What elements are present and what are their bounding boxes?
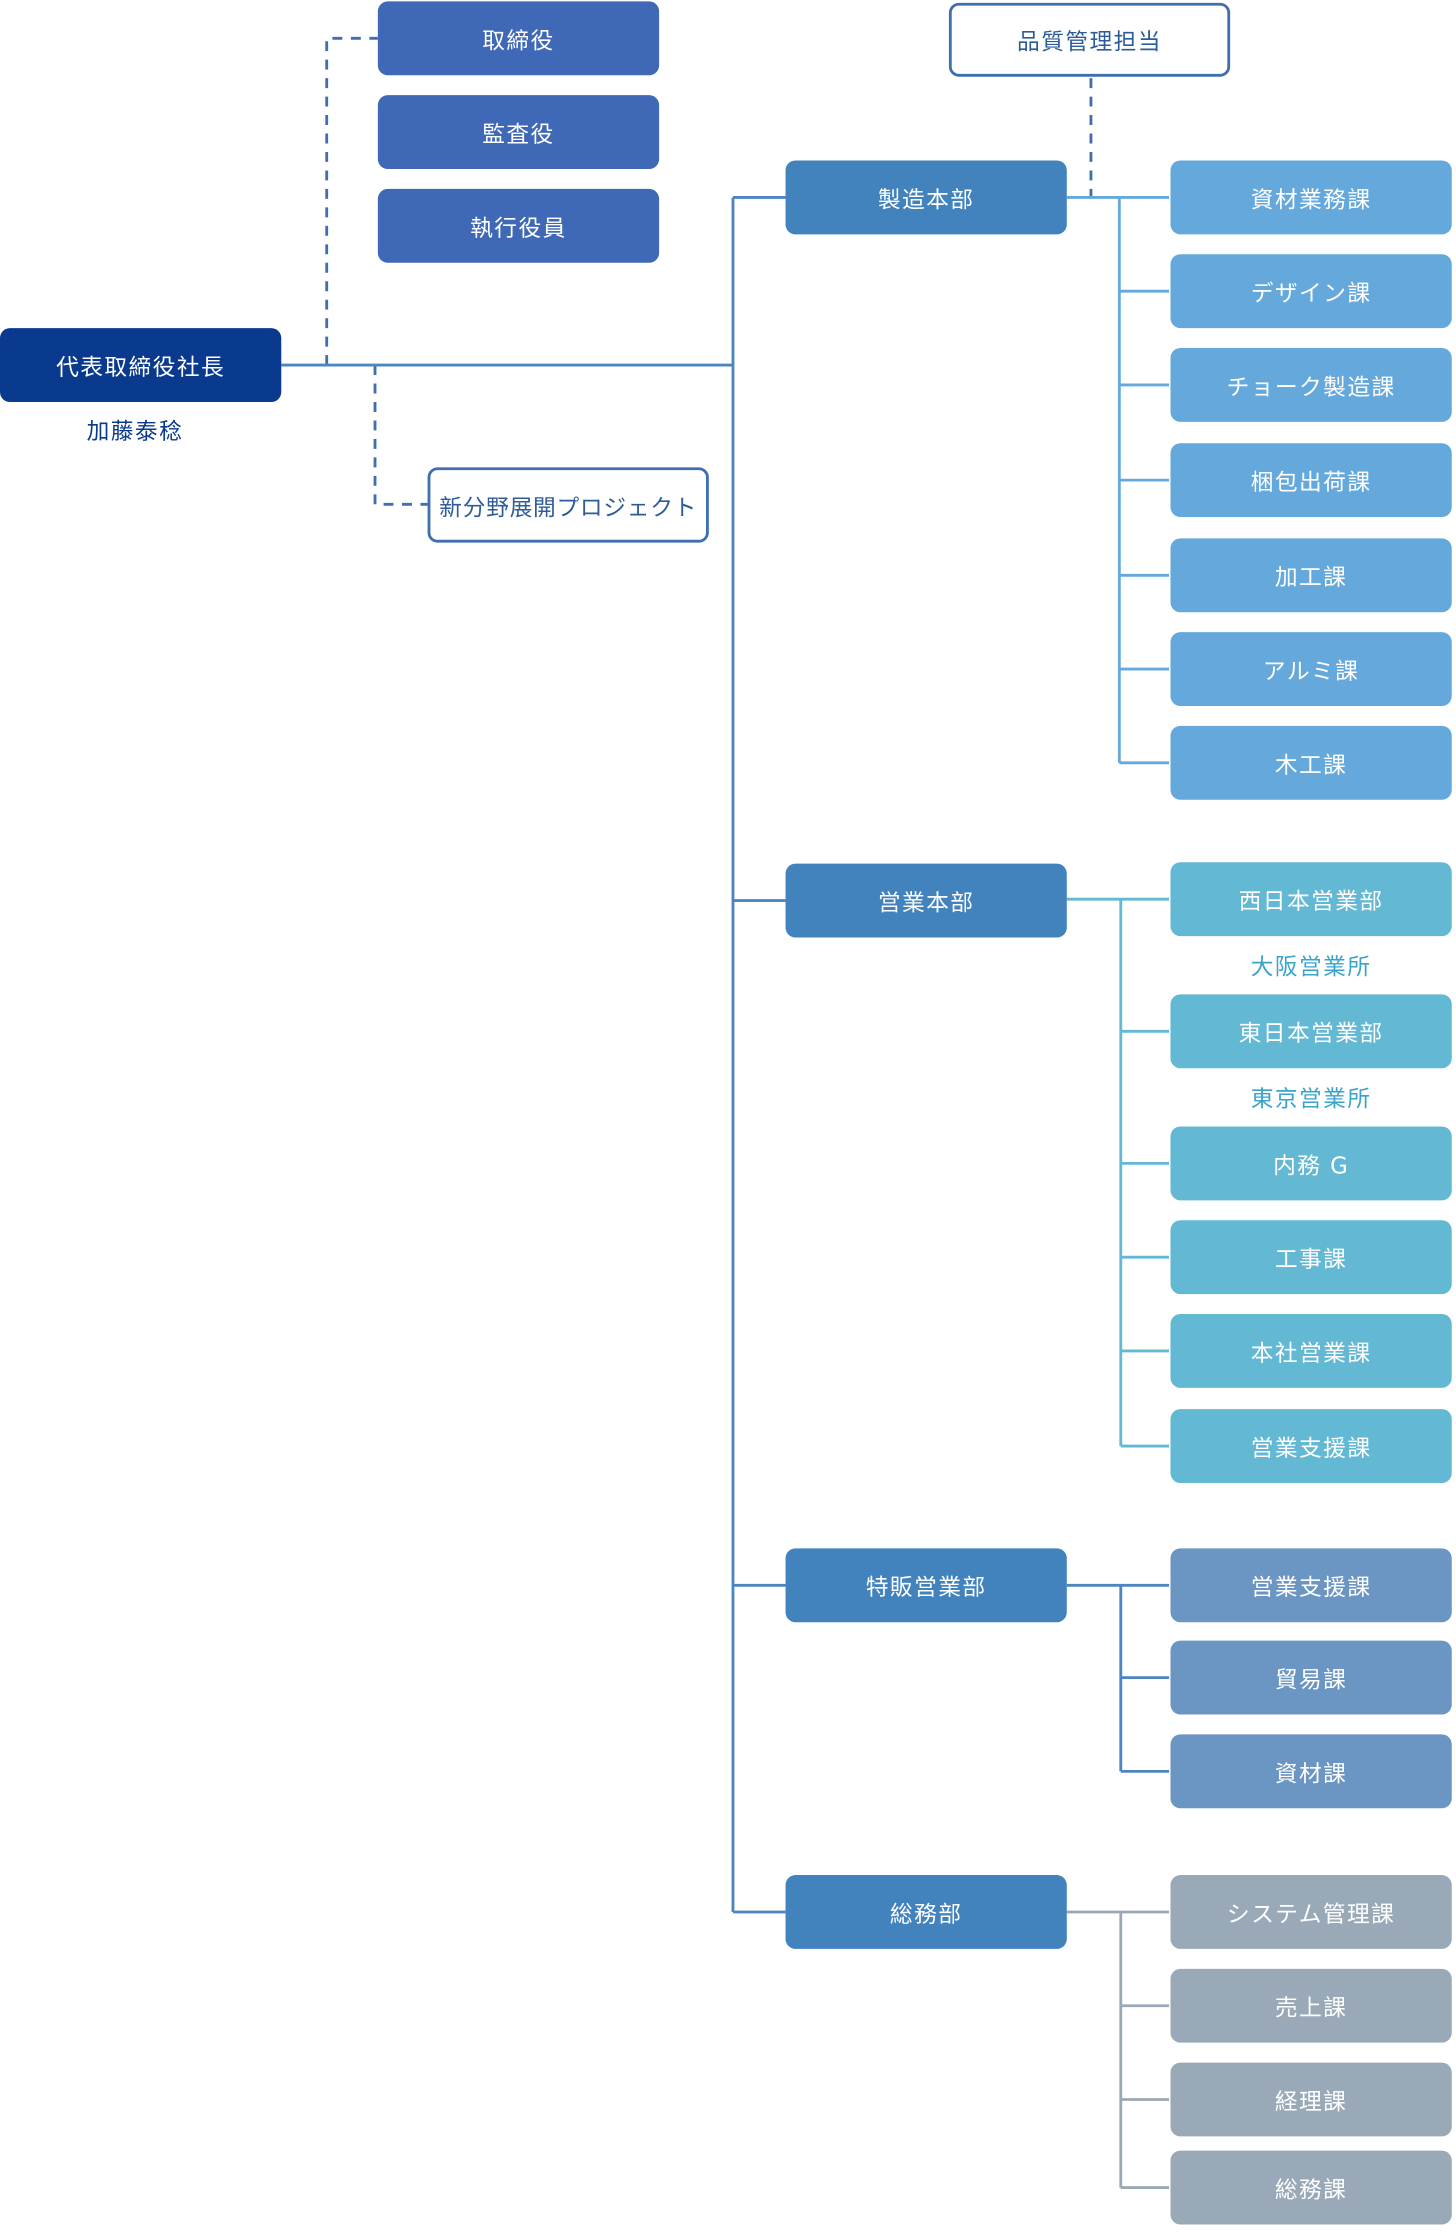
unit-box: 経理課 <box>1170 2062 1452 2137</box>
unit-box: 総務課 <box>1170 2150 1452 2225</box>
unit-box: 資材課 <box>1170 1734 1452 1809</box>
new-field-project-box: 新分野展開プロジェクト <box>427 467 709 543</box>
division-box-manufacturing: 製造本部 <box>785 160 1067 235</box>
quality-management-box: 品質管理担当 <box>948 2 1231 77</box>
unit-box: 営業支援課 <box>1170 1409 1452 1484</box>
division-branch-lines <box>732 196 786 1914</box>
executive-box-officers: 執行役員 <box>377 188 660 263</box>
unit-box: 貿易課 <box>1170 1640 1452 1715</box>
office-label: 東京営業所 <box>1250 1085 1372 1113</box>
executive-dashed-connector <box>325 36 378 366</box>
unit-box: 木工課 <box>1170 725 1452 800</box>
unit-box: チョーク製造課 <box>1170 348 1452 422</box>
special-sales-unit-lines <box>1066 1583 1170 1773</box>
president-box: 代表取締役社長 <box>0 328 282 403</box>
unit-box: 営業支援課 <box>1170 1548 1452 1623</box>
executive-box-directors: 取締役 <box>377 1 660 76</box>
unit-box: 工事課 <box>1170 1220 1452 1295</box>
manufacturing-unit-lines <box>1066 196 1170 765</box>
division-box-general-affairs: 総務部 <box>785 1875 1067 1949</box>
division-box-special-sales: 特販営業部 <box>785 1548 1067 1623</box>
unit-box: 内務 G <box>1170 1126 1452 1201</box>
division-box-sales: 営業本部 <box>785 863 1067 938</box>
sales-unit-lines <box>1066 897 1170 1448</box>
main-trunk-line <box>281 197 735 1912</box>
unit-box: システム管理課 <box>1170 1875 1452 1949</box>
unit-box: 梱包出荷課 <box>1170 443 1452 518</box>
general-affairs-unit-lines <box>1066 1910 1170 2189</box>
unit-box: デザイン課 <box>1170 254 1452 329</box>
office-label: 大阪営業所 <box>1250 953 1372 981</box>
unit-box: 売上課 <box>1170 1968 1452 2043</box>
executive-box-auditor: 監査役 <box>377 95 660 170</box>
president-name: 加藤泰稔 <box>86 417 184 445</box>
unit-box: 東日本営業部 <box>1170 994 1452 1069</box>
project-dashed-connector <box>373 365 428 506</box>
unit-box: 加工課 <box>1170 538 1452 613</box>
unit-box: 資材業務課 <box>1170 160 1452 235</box>
unit-box: 本社営業課 <box>1170 1313 1452 1388</box>
unit-box: アルミ課 <box>1170 632 1452 706</box>
unit-box: 西日本営業部 <box>1170 862 1452 937</box>
